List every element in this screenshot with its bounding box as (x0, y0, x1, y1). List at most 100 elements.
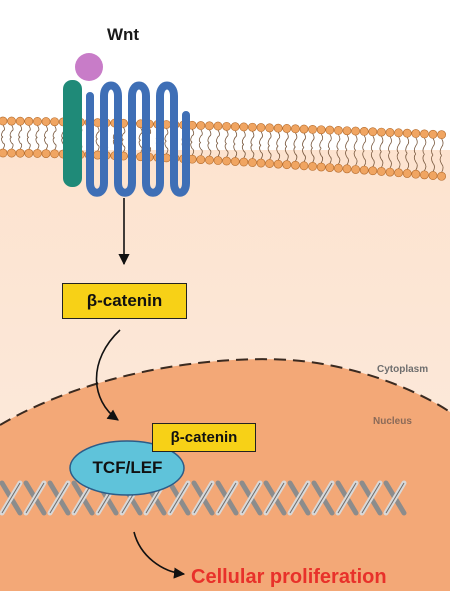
lipid-tail (345, 134, 349, 166)
lipid-tail (164, 128, 169, 155)
lipid-tail (52, 125, 57, 151)
lipid-head (402, 128, 412, 138)
lipid-head (265, 159, 274, 168)
dna-strand-edge (361, 482, 381, 514)
lipid-tail (370, 135, 375, 167)
lipid-head (359, 165, 369, 175)
lipid-tail (396, 136, 401, 169)
lipid-tail (422, 137, 427, 172)
lipid-tail (35, 125, 40, 150)
lipid-head (15, 116, 25, 126)
lipid-head (316, 125, 326, 135)
lipid-head (7, 116, 17, 126)
frizzled-receptor (86, 81, 190, 197)
lipid-head (50, 149, 59, 159)
lipid-head (290, 160, 300, 170)
lipid-head (273, 123, 283, 133)
wnt-label: Wnt (107, 25, 140, 44)
lipid-tail (44, 125, 48, 150)
lipid-head (402, 169, 412, 178)
lipid-head (213, 156, 223, 165)
lipid-tail (327, 133, 332, 164)
lipid-head (394, 168, 403, 178)
lipid-head (411, 169, 421, 179)
wnt-ligand (75, 53, 103, 81)
lipid-tail (190, 129, 195, 156)
lipid-head (368, 166, 378, 176)
lipid-head (222, 121, 231, 131)
lipid-head (273, 159, 283, 169)
lipid-head (282, 124, 292, 133)
lipid-head (290, 124, 300, 134)
lipid-head (24, 116, 34, 126)
lipid-head (15, 148, 25, 158)
lipid-tail (198, 129, 203, 156)
lipid-head (299, 161, 309, 171)
lipid-head (41, 149, 51, 159)
lipid-head (428, 171, 438, 180)
lipid-head (411, 129, 421, 138)
dna-strand-edge (25, 482, 45, 514)
dna-strand-edge (1, 482, 21, 514)
lipid-tail (233, 130, 238, 158)
lipid-head (265, 123, 274, 133)
lipid-head (437, 171, 446, 181)
lipid-head (7, 148, 17, 158)
lipid-tail (439, 138, 444, 173)
lipid-tail (241, 130, 246, 159)
beta-catenin-cytoplasm-box: β-catenin (62, 283, 187, 319)
lipid-head (308, 161, 317, 171)
lipid-tail (224, 130, 229, 158)
dna-strand-edge (217, 482, 237, 514)
lipid-head (0, 148, 8, 158)
lipid-head (333, 163, 343, 173)
cellular-proliferation-label: Cellular proliferation (191, 566, 387, 588)
lipid-tail (362, 135, 367, 167)
lipid-head (239, 157, 249, 167)
lipid-tail (413, 137, 418, 171)
cytoplasm-label: Cytoplasm (377, 364, 429, 375)
lipid-head (230, 122, 240, 132)
nuclear-envelope (0, 358, 450, 426)
lipid-tail (9, 124, 14, 150)
nucleus-label: Nucleus (373, 416, 412, 427)
tcf-lef-ellipse (69, 440, 185, 496)
lipid-head (428, 129, 438, 139)
lipid-head (33, 149, 42, 158)
arrow-beta-catenin-to-nucleus (95, 329, 121, 421)
nucleus-region (0, 359, 450, 591)
lipid-tail (138, 127, 143, 153)
lipid-tail (18, 124, 23, 150)
lipid-head (376, 167, 386, 176)
lipid-head (256, 123, 266, 132)
lipid-tail (353, 134, 358, 166)
lipid-head (325, 125, 335, 135)
lipid-head (419, 170, 429, 180)
dna-strand-edge (193, 482, 213, 514)
lipid-tail (26, 125, 31, 150)
lipid-head (351, 126, 360, 136)
lipid-head (196, 121, 206, 130)
lipid-tail (1, 124, 5, 150)
lipid-head (50, 117, 59, 127)
lipid-head (230, 157, 240, 166)
lipid-head (213, 121, 223, 131)
lipid-head (41, 117, 51, 126)
lipid-tail (302, 132, 306, 163)
lipid-head (0, 116, 8, 126)
lipid-tail (293, 132, 298, 162)
lipid-tail (216, 129, 220, 157)
lipid-head (204, 155, 214, 165)
dna-strand-edge (169, 482, 189, 514)
lipid-head (222, 156, 231, 166)
lipid-head (437, 130, 446, 140)
lipid-tail (207, 129, 212, 157)
dna-strand-edge (337, 482, 357, 514)
dna-strand-edge (289, 482, 309, 514)
lipid-head (333, 125, 343, 135)
lipid-head (385, 128, 395, 137)
lipid-head (351, 165, 360, 174)
lipid-tail (250, 131, 255, 159)
lipid-tail (284, 132, 289, 161)
